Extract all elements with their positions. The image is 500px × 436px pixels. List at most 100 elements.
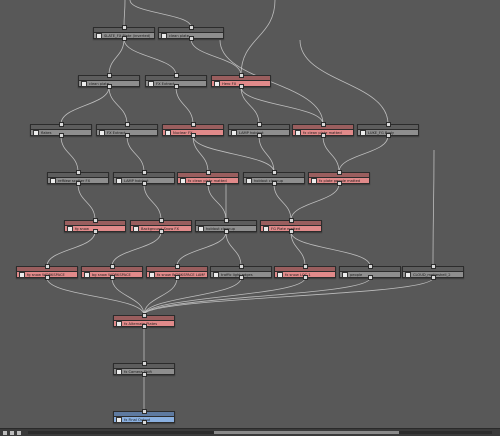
grid-icon[interactable] — [10, 430, 14, 435]
node-type-icon — [19, 272, 25, 278]
node-background-snow-fx[interactable]: Background Snow FX — [130, 218, 192, 234]
node-fg-plate-matted[interactable]: FG Plate matted — [260, 218, 322, 234]
node-fx-snow-workspace-lamp[interactable]: fx snow WORKSPACE LAMP — [146, 264, 208, 280]
node-label: flakes — [41, 131, 52, 135]
node-fx-extract-2[interactable]: FX Extract — [96, 122, 158, 138]
node-label: refNew scatter FX — [58, 179, 91, 183]
node-type-icon — [148, 81, 154, 87]
node-fx-clean-plate-matted-1[interactable]: fx clean plate matted — [292, 122, 354, 138]
node-type-icon — [295, 130, 301, 136]
fit-view-icon[interactable] — [3, 430, 7, 435]
node-refnew-scatter[interactable]: refNew scatter FX — [47, 170, 109, 186]
wire — [126, 135, 145, 173]
layout-icon[interactable] — [17, 430, 21, 435]
node-type-icon — [213, 272, 219, 278]
node-type-icon — [50, 178, 56, 184]
node-label: traffic light edges — [221, 273, 253, 277]
node-fg-snow[interactable]: fg snow — [64, 218, 126, 234]
node-nuclear-fx[interactable]: Nuclear FX — [162, 122, 224, 138]
wire — [175, 86, 194, 125]
wire — [338, 135, 389, 173]
horizontal-scrollbar[interactable] — [28, 431, 492, 434]
wire — [46, 231, 96, 267]
wire — [123, 38, 177, 76]
wire — [273, 183, 292, 221]
wire — [290, 231, 371, 267]
node-fg-snow-workspace[interactable]: fg snow WORKSPACE — [16, 264, 78, 280]
node-lamp-holdout-2[interactable]: LAMP holdout — [113, 170, 175, 186]
node-slate-fx-inverted[interactable]: SLATE_FX Plate (inverted) — [93, 25, 155, 41]
node-holdout-cleanup-2[interactable]: holdout cleanup — [195, 218, 257, 234]
node-type-icon — [214, 81, 220, 87]
node-type-icon — [116, 369, 122, 375]
node-type-icon — [231, 130, 237, 136]
node-lamp-holdout[interactable]: LAMP holdout — [228, 122, 290, 138]
wire — [60, 86, 110, 125]
node-fx-extract-1[interactable]: FX Extract — [145, 73, 207, 89]
wire — [290, 183, 340, 221]
wire — [143, 183, 162, 221]
wire — [60, 135, 79, 173]
wire — [192, 135, 275, 173]
node-camera-shift[interactable]: fx Camera Shift — [113, 361, 175, 377]
node-label: SLATE_FX Plate (inverted) — [104, 34, 151, 38]
wire — [46, 277, 145, 316]
node-type-icon — [161, 33, 167, 39]
node-clean-plate[interactable]: clean plate — [78, 73, 140, 89]
wire — [77, 183, 96, 221]
node-fx-plate-people-matted[interactable]: fx plate people matted — [308, 170, 370, 186]
wire — [176, 231, 227, 267]
wire — [240, 0, 276, 76]
wire — [143, 277, 242, 316]
wire — [258, 135, 275, 173]
wire — [143, 277, 306, 316]
scrollbar-thumb[interactable] — [213, 431, 400, 434]
wire — [108, 86, 128, 125]
node-traffic-light-edges[interactable]: traffic light edges — [210, 264, 272, 280]
node-type-icon — [246, 178, 252, 184]
node-luke-fg-body[interactable]: LUKE_FG Body — [357, 122, 419, 138]
wire — [299, 39, 389, 125]
wire — [143, 277, 371, 316]
node-label: Nuclear FX — [173, 131, 193, 135]
node-label: fx Final Output — [124, 418, 151, 422]
node-hero-fx[interactable]: Hero FX — [211, 73, 271, 89]
wire — [190, 38, 242, 76]
node-label: FX Extract — [107, 131, 126, 135]
node-label: clean plate — [169, 34, 189, 38]
node-type-icon — [277, 272, 283, 278]
wire — [192, 135, 209, 173]
node-bg-snow-workspace[interactable]: bg snow WORKSPACE — [81, 264, 143, 280]
node-type-icon — [405, 272, 411, 278]
wire — [432, 149, 435, 267]
wire — [290, 231, 306, 267]
node-type-icon — [81, 81, 87, 87]
node-type-icon — [116, 417, 122, 423]
node-type-icon — [198, 226, 204, 232]
wire — [143, 277, 178, 316]
wire — [225, 231, 242, 267]
node-alternate-plates[interactable]: fx Alternate Plates — [113, 313, 175, 329]
wire — [143, 277, 434, 316]
node-holdout-cleanup[interactable]: holdout cleanup — [243, 170, 305, 186]
node-clean-plate-a[interactable]: clean plate — [158, 25, 224, 41]
node-type-icon — [116, 321, 122, 327]
node-type-icon — [84, 272, 90, 278]
node-flakes[interactable]: flakes — [30, 122, 92, 138]
node-type-icon — [133, 226, 139, 232]
status-bar — [0, 428, 500, 436]
node-label: clean plate — [89, 82, 109, 86]
node-label: Hero FX — [222, 82, 237, 86]
node-fx-clean-plate-matted-2[interactable]: fx clean plate matted — [177, 170, 239, 186]
node-type-icon — [96, 33, 102, 39]
wire — [123, 0, 126, 28]
wire — [129, 0, 192, 28]
node-final-output[interactable]: fx Final Output — [113, 409, 175, 425]
node-people[interactable]: people — [339, 264, 401, 280]
node-label: FX Extract — [156, 82, 175, 86]
node-cloud-matteshell[interactable]: CLOUD_matteshell_2 — [402, 264, 464, 280]
node-fx-snow-loc[interactable]: fx snow LOC 1 — [274, 264, 336, 280]
node-label: fx snow WORKSPACE LAMP — [157, 273, 205, 277]
